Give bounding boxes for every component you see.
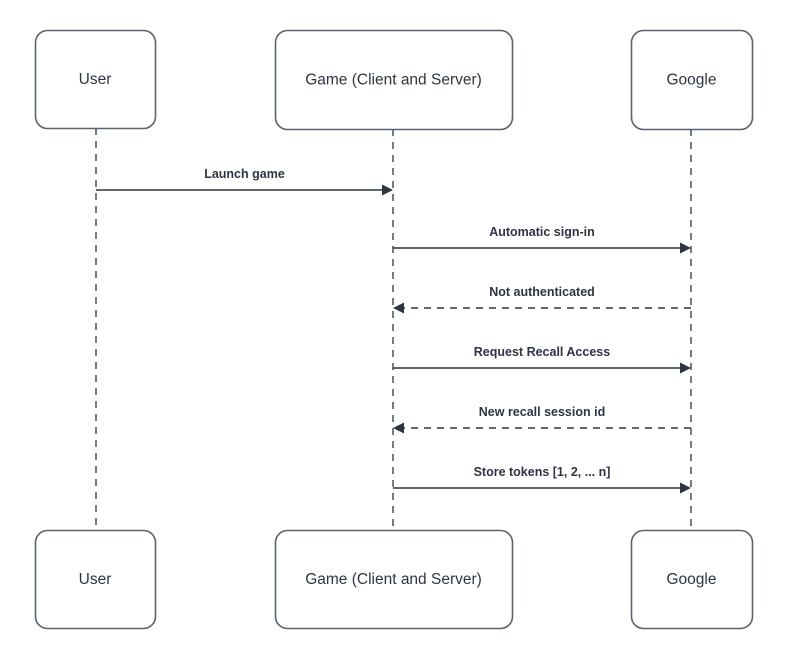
message-6-store-tokens-1-2-n[interactable]: Store tokens [1, 2, ... n] [393,465,691,494]
message-label: Automatic sign-in [489,225,595,239]
actor-box-google-bottom[interactable]: Google [630,529,754,630]
actor-box-outline [34,29,157,130]
message-4-request-recall-access[interactable]: Request Recall Access [393,345,691,374]
message-label: Not authenticated [489,285,595,299]
message-label: Store tokens [1, 2, ... n] [474,465,611,479]
actor-label-game: Game (Client and Server) [305,72,482,89]
message-2-automatic-sign-in[interactable]: Automatic sign-in [393,225,691,254]
actor-label-user: User [79,571,112,588]
message-1-launch-game[interactable]: Launch game [96,167,393,196]
actor-box-game-top[interactable]: Game (Client and Server) [274,29,514,131]
actor-label-user: User [79,71,112,88]
actor-label-game: Game (Client and Server) [305,571,482,588]
lifelines-layer [95,128,692,530]
actor-box-outline [34,529,157,630]
actor-label-google: Google [667,72,717,89]
arrow-head-icon [382,184,393,196]
actor-box-game-bottom[interactable]: Game (Client and Server) [274,529,514,630]
arrow-head-icon [680,482,691,494]
actor-box-outline [630,529,754,630]
arrow-head-icon [393,302,404,314]
actor-box-outline [274,29,514,131]
message-3-not-authenticated[interactable]: Not authenticated [393,285,691,314]
actor-label-google: Google [667,571,717,588]
actor-box-outline [630,29,754,131]
message-5-new-recall-session-id[interactable]: New recall session id [393,405,691,434]
message-label: Launch game [204,167,285,181]
actor-box-user-top[interactable]: User [34,29,157,130]
message-label: Request Recall Access [474,345,610,359]
actor-box-user-bottom[interactable]: User [34,529,157,630]
arrow-head-icon [680,242,691,254]
arrow-head-icon [393,422,404,434]
message-label: New recall session id [479,405,605,419]
actor-box-outline [274,529,514,630]
actor-box-google-top[interactable]: Google [630,29,754,131]
arrow-head-icon [680,362,691,374]
